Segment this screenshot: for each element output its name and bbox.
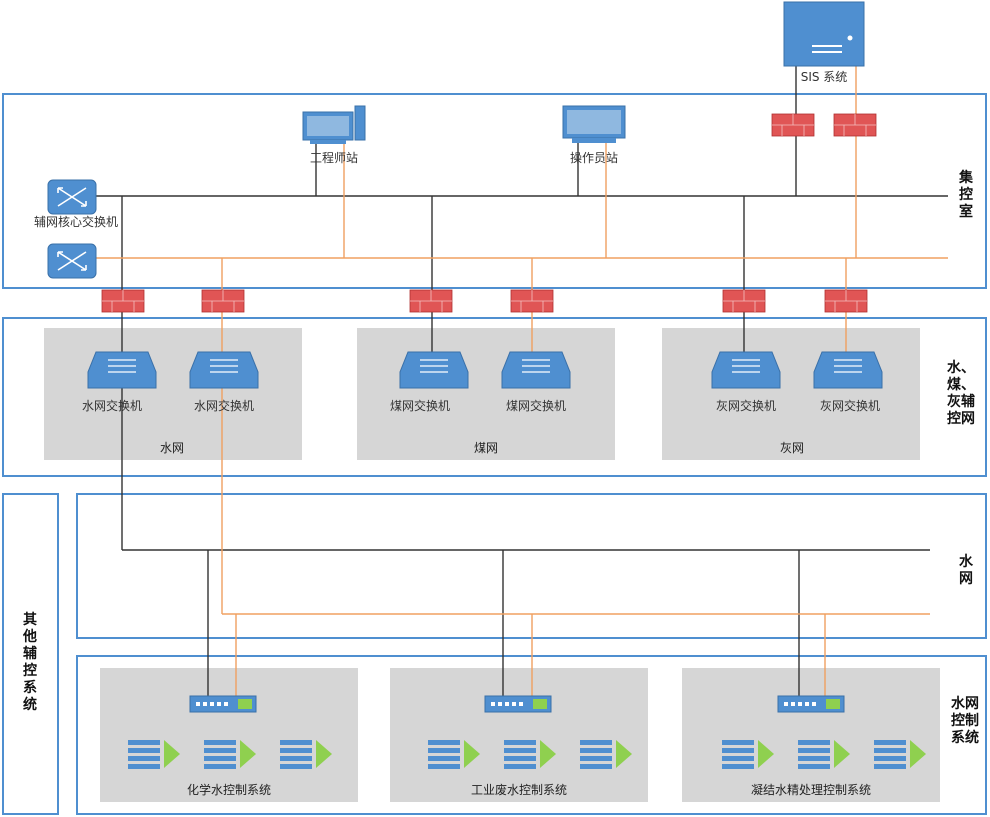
io-module-icon — [128, 740, 180, 769]
io-module-icon — [874, 740, 926, 769]
operator-station-label: 操作员站 — [570, 150, 618, 165]
switch-icon — [47, 179, 97, 215]
condensate-system-box — [682, 668, 940, 802]
controller-ports — [196, 702, 816, 706]
switch-icon — [711, 351, 781, 389]
aux-net-zone — [2, 317, 987, 477]
io-module-icon — [580, 740, 632, 769]
control-room-zone — [2, 93, 987, 289]
switch-icon — [501, 351, 571, 389]
switch-icon — [87, 351, 157, 389]
control-room-label: 集控室 — [959, 170, 973, 220]
io-module-icon — [504, 740, 556, 769]
aux-switch-icons — [87, 351, 883, 389]
water-switch-label-1: 水网交换机 — [82, 398, 142, 413]
water-group-box — [44, 328, 302, 460]
orange-network-lines — [70, 62, 948, 700]
switch-icon — [189, 351, 259, 389]
coal-switch-label-2: 煤网交换机 — [506, 398, 566, 413]
water-control-label: 水网控制系统 — [951, 696, 979, 746]
water-group-label: 水网 — [160, 441, 184, 455]
io-module-icon — [428, 740, 480, 769]
io-module-icon — [798, 740, 850, 769]
coal-group-label: 煤网 — [474, 441, 498, 455]
io-module-icons — [128, 740, 926, 769]
io-module-icon — [280, 740, 332, 769]
computer-icon — [562, 105, 626, 143]
waste-system-label: 工业废水控制系统 — [471, 782, 567, 797]
controller-icons — [189, 695, 845, 713]
io-module-icon — [204, 740, 256, 769]
server-icon — [783, 1, 865, 67]
condensate-system-label: 凝结水精处理控制系统 — [751, 782, 871, 797]
water-switch-label-2: 水网交换机 — [194, 398, 254, 413]
coal-group-box — [357, 328, 615, 460]
ash-group-label: 灰网 — [780, 441, 804, 455]
water-net-label: 水网 — [959, 554, 973, 587]
engineer-station-label: 工程师站 — [310, 150, 358, 165]
aux-switch-arrows — [108, 359, 862, 373]
io-module-icon — [722, 740, 774, 769]
ash-group-box — [662, 328, 920, 460]
other-aux-outer-zone — [2, 493, 59, 815]
switch-icon — [813, 351, 883, 389]
firewall-icons — [101, 113, 877, 313]
ash-switch-label-2: 灰网交换机 — [820, 398, 880, 413]
coal-switch-label-1: 煤网交换机 — [390, 398, 450, 413]
aux-net-label: 水、煤、灰辅控网 — [947, 360, 975, 427]
switch-icon — [399, 351, 469, 389]
firewall-brick-lines — [102, 114, 876, 312]
sis-label: SIS 系统 — [801, 70, 848, 84]
computer-icon — [302, 105, 366, 144]
core-switch-label: 辅网核心交换机 — [34, 214, 118, 229]
waste-system-box — [390, 668, 648, 802]
chem-system-label: 化学水控制系统 — [187, 782, 271, 797]
chem-system-box — [100, 668, 358, 802]
other-aux-label: 其他辅控系统 — [23, 612, 37, 713]
ash-switch-label-1: 灰网交换机 — [716, 398, 776, 413]
switch-icon — [47, 243, 97, 279]
